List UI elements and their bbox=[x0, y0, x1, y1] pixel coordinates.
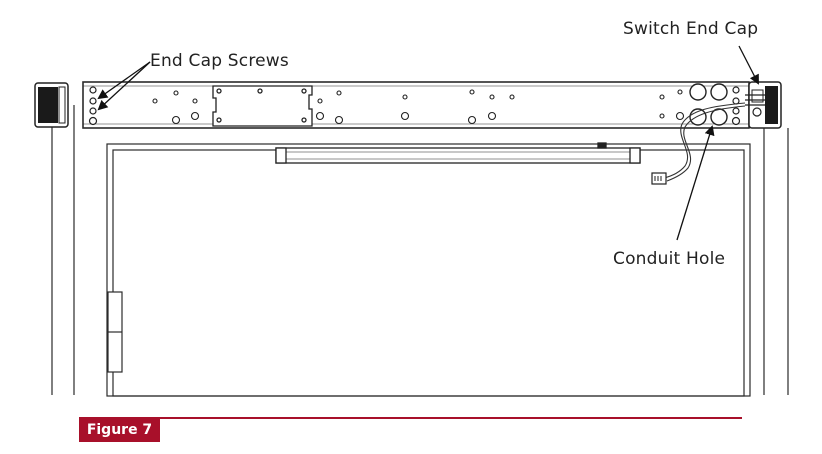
end-cap-screws-leader-1 bbox=[97, 61, 151, 100]
callout-leaders bbox=[97, 45, 759, 241]
end-cap-screws-label: End Cap Screws bbox=[150, 51, 289, 71]
switch-icon bbox=[752, 107, 762, 117]
switch-end-cap-leader bbox=[738, 45, 759, 85]
closer-arm bbox=[275, 142, 641, 164]
figure-label: Figure 7 bbox=[79, 418, 160, 442]
screw-icon bbox=[732, 107, 740, 115]
end-cap-screws-leader-2 bbox=[97, 61, 151, 111]
mounting-plate bbox=[212, 85, 313, 127]
screw-icon bbox=[732, 97, 740, 105]
conduit-hole-icon bbox=[710, 108, 728, 126]
conduit-hole-label: Conduit Hole bbox=[613, 249, 726, 269]
screw-icon bbox=[732, 86, 740, 94]
conduit-hole-leader bbox=[676, 125, 715, 241]
door-panel-inner bbox=[112, 149, 745, 397]
screw-icon bbox=[88, 116, 98, 126]
mounting-holes bbox=[152, 89, 685, 125]
switch-end-cap bbox=[745, 81, 782, 129]
end-cap-screws bbox=[88, 86, 741, 126]
screw-icon bbox=[89, 97, 97, 105]
figure-rule bbox=[79, 417, 742, 419]
wire-harness bbox=[651, 102, 746, 185]
screw-icon bbox=[731, 116, 741, 126]
switch-end-cap-label: Switch End Cap bbox=[623, 19, 759, 39]
conduit-hole-icon bbox=[710, 83, 728, 101]
conduit-hole-icon bbox=[689, 83, 707, 101]
header-rail bbox=[82, 81, 750, 129]
screw-icon bbox=[89, 107, 97, 115]
screw-icon bbox=[89, 86, 97, 94]
left-end-cap bbox=[34, 82, 69, 128]
